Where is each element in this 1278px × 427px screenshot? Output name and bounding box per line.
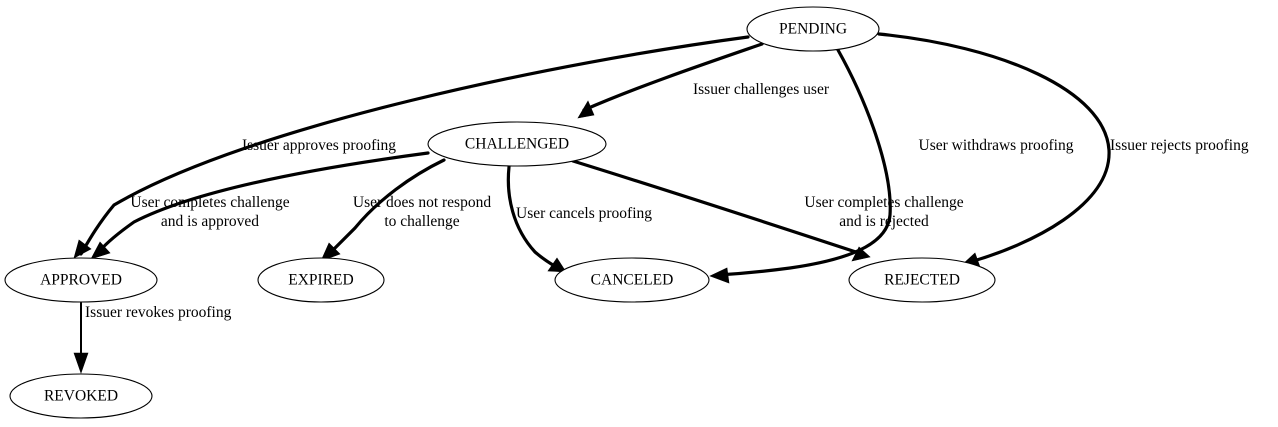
node-pending-label: PENDING	[779, 21, 847, 38]
node-revoked-label: REVOKED	[44, 388, 118, 405]
node-challenged-ellipse[interactable]	[427, 121, 607, 167]
node-expired-ellipse[interactable]	[257, 257, 385, 303]
edge-challenged-approved-label-line2: and is approved	[161, 213, 259, 230]
node-canceled[interactable]: CANCELED	[554, 257, 710, 303]
node-rejected[interactable]: REJECTED	[848, 257, 996, 303]
edge-pending-challenged: Issuer challenges user	[577, 42, 830, 119]
node-rejected-ellipse[interactable]	[848, 257, 996, 303]
node-approved-ellipse[interactable]	[4, 257, 158, 303]
edge-challenged-rejected-arrowhead	[851, 246, 871, 262]
edge-challenged-approved-arrowhead	[90, 241, 111, 260]
edge-pending-canceled-arrowhead	[709, 267, 730, 284]
edge-challenged-expired-label-line2: to challenge	[384, 213, 459, 230]
edge-challenged-approved-label-line1: User completes challenge	[130, 194, 289, 211]
node-approved[interactable]: APPROVED	[4, 257, 158, 303]
edge-pending-canceled-path	[716, 48, 892, 277]
edge-challenged-rejected-path	[571, 159, 864, 256]
edge-pending-challenged-label: Issuer challenges user	[693, 81, 830, 98]
node-canceled-label: CANCELED	[591, 272, 674, 289]
edge-pending-rejected-path	[877, 32, 1111, 264]
edge-challenged-rejected: User completes challenge and is rejected	[571, 159, 964, 262]
edge-challenged-expired: User does not respond to challenge	[320, 158, 491, 262]
node-rejected-label: REJECTED	[884, 272, 960, 289]
edge-challenged-approved: User completes challenge and is approved	[90, 151, 430, 260]
node-canceled-ellipse[interactable]	[554, 257, 710, 303]
node-pending[interactable]: PENDING	[746, 6, 880, 52]
edge-challenged-canceled-path	[506, 165, 560, 270]
edge-pending-rejected-label: Issuer rejects proofing	[1110, 137, 1249, 154]
edge-pending-approved-label: Issuer approves proofing	[242, 137, 396, 154]
node-pending-ellipse[interactable]	[746, 6, 880, 52]
node-challenged-label: CHALLENGED	[465, 136, 569, 153]
node-expired-label: EXPIRED	[288, 272, 353, 289]
node-approved-label: APPROVED	[40, 272, 122, 289]
edge-challenged-canceled: User cancels proofing	[506, 165, 652, 273]
edge-pending-approved-arrowhead	[73, 239, 92, 259]
node-revoked-ellipse[interactable]	[9, 373, 153, 419]
edge-challenged-rejected-label-line1: User completes challenge	[804, 194, 963, 211]
edge-pending-challenged-path	[582, 42, 764, 112]
node-revoked[interactable]: REVOKED	[9, 373, 153, 419]
node-challenged[interactable]: CHALLENGED	[427, 121, 607, 167]
edge-challenged-expired-path	[325, 158, 446, 258]
edge-pending-approved-path	[79, 35, 750, 256]
edge-pending-challenged-arrowhead	[577, 100, 595, 119]
edge-pending-approved: Issuer approves proofing	[73, 35, 750, 259]
edge-approved-revoked-label: Issuer revokes proofing	[85, 304, 232, 321]
node-expired[interactable]: EXPIRED	[257, 257, 385, 303]
edge-challenged-expired-arrowhead	[320, 242, 341, 262]
edge-pending-canceled: User withdraws proofing	[709, 48, 1074, 284]
edge-approved-revoked: Issuer revokes proofing	[73, 302, 232, 374]
edge-challenged-approved-path	[95, 151, 430, 256]
edge-challenged-rejected-label-line2: and is rejected	[839, 213, 929, 230]
edge-challenged-canceled-label: User cancels proofing	[516, 205, 652, 222]
edge-challenged-expired-label-line1: User does not respond	[353, 194, 491, 211]
edge-challenged-canceled-arrowhead	[547, 257, 567, 273]
edge-approved-revoked-arrowhead	[73, 352, 89, 374]
edge-pending-canceled-label: User withdraws proofing	[919, 137, 1074, 154]
